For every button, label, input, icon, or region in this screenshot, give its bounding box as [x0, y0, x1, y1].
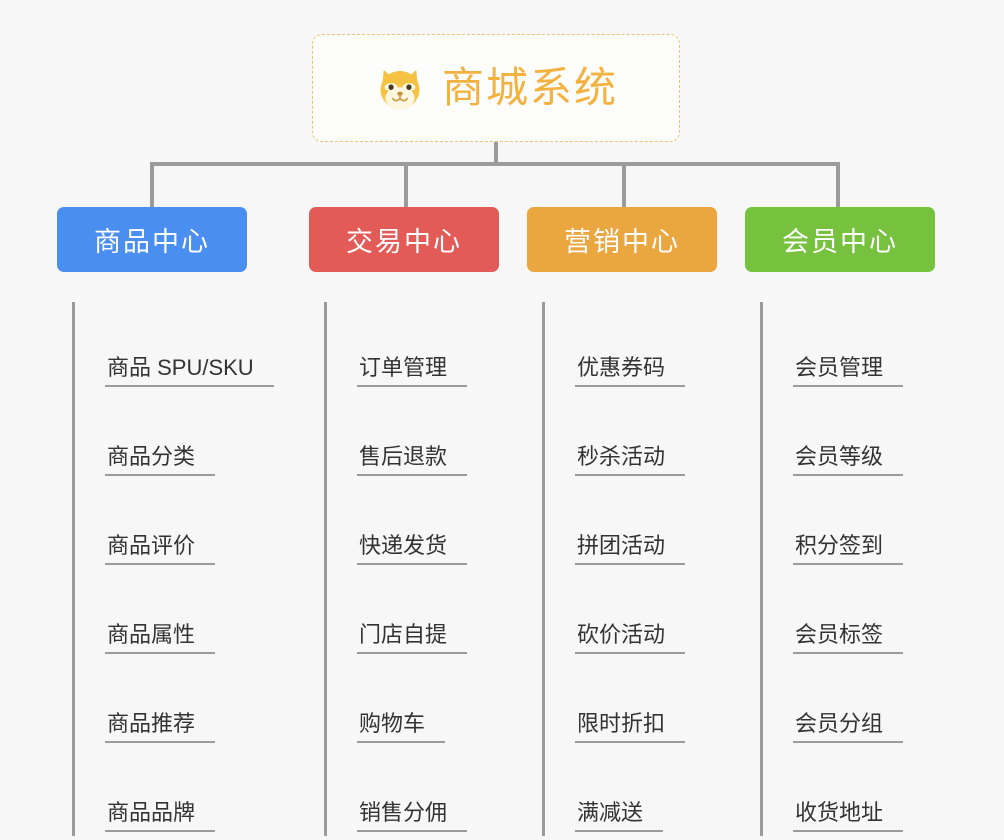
list-item[interactable]: 优惠券码	[575, 302, 717, 391]
connector-drop-4	[836, 162, 840, 208]
list-item[interactable]: 拼团活动	[575, 480, 717, 569]
list-item[interactable]: 收货地址	[793, 747, 935, 836]
list-item[interactable]: 门店自提	[357, 569, 499, 658]
category-header-product-center[interactable]: 商品中心	[57, 207, 247, 272]
list-item[interactable]: 订单管理	[357, 302, 499, 391]
root-node-mall-system[interactable]: 商城系统	[312, 34, 680, 142]
category-title: 会员中心	[782, 227, 898, 257]
connector-drop-2	[404, 162, 408, 208]
leaf-label: 订单管理	[357, 355, 468, 387]
category-header-marketing-center[interactable]: 营销中心	[527, 207, 717, 272]
leaf-label: 限时折扣	[575, 711, 686, 743]
leaf-label: 砍价活动	[575, 622, 686, 654]
root-title: 商城系统	[441, 64, 618, 111]
leaf-list-product-center: 商品 SPU/SKU 商品分类 商品评价 商品属性 商品推荐 商品品牌	[72, 302, 274, 836]
leaf-label: 快递发货	[357, 533, 468, 565]
list-item[interactable]: 商品分类	[105, 391, 247, 480]
leaf-list-trade-center: 订单管理 售后退款 快递发货 门店自提 购物车 销售分佣	[324, 302, 499, 836]
list-item[interactable]: 限时折扣	[575, 658, 717, 747]
leaf-label: 优惠券码	[575, 355, 686, 387]
list-item[interactable]: 售后退款	[357, 391, 499, 480]
column-marketing-center: 营销中心 优惠券码 秒杀活动 拼团活动 砍价活动 限时折扣 满减送	[527, 207, 717, 836]
leaf-label: 商品推荐	[105, 711, 216, 743]
list-item[interactable]: 商品属性	[105, 569, 247, 658]
leaf-label: 商品 SPU/SKU	[105, 355, 274, 387]
leaf-label: 会员标签	[793, 622, 904, 654]
column-product-center: 商品中心 商品 SPU/SKU 商品分类 商品评价 商品属性 商品推荐 商品品牌	[57, 207, 274, 836]
leaf-label: 会员分组	[793, 711, 904, 743]
leaf-label: 积分签到	[793, 533, 904, 565]
connector-drop-3	[622, 162, 626, 208]
leaf-label: 会员管理	[793, 355, 904, 387]
leaf-label: 商品属性	[105, 622, 216, 654]
leaf-list-member-center: 会员管理 会员等级 积分签到 会员标签 会员分组 收货地址	[760, 302, 935, 836]
list-item[interactable]: 砍价活动	[575, 569, 717, 658]
shiba-dog-face-icon	[374, 62, 426, 114]
leaf-label: 销售分佣	[357, 800, 468, 832]
leaf-label: 购物车	[357, 711, 446, 743]
leaf-label: 拼团活动	[575, 533, 686, 565]
list-item[interactable]: 商品评价	[105, 480, 247, 569]
leaf-label: 满减送	[575, 800, 664, 832]
leaf-label: 商品品牌	[105, 800, 216, 832]
list-item[interactable]: 商品推荐	[105, 658, 247, 747]
list-item[interactable]: 秒杀活动	[575, 391, 717, 480]
column-trade-center: 交易中心 订单管理 售后退款 快递发货 门店自提 购物车 销售分佣	[309, 207, 499, 836]
list-item[interactable]: 会员管理	[793, 302, 935, 391]
category-title: 营销中心	[564, 227, 680, 257]
list-item[interactable]: 购物车	[357, 658, 499, 747]
list-item[interactable]: 会员分组	[793, 658, 935, 747]
category-title: 交易中心	[346, 227, 462, 257]
leaf-list-marketing-center: 优惠券码 秒杀活动 拼团活动 砍价活动 限时折扣 满减送	[542, 302, 717, 836]
list-item[interactable]: 商品品牌	[105, 747, 247, 836]
connector-drop-1	[150, 162, 154, 208]
list-item[interactable]: 商品 SPU/SKU	[105, 302, 274, 391]
leaf-label: 商品评价	[105, 533, 216, 565]
leaf-label: 门店自提	[357, 622, 468, 654]
list-item[interactable]: 销售分佣	[357, 747, 499, 836]
category-header-trade-center[interactable]: 交易中心	[309, 207, 499, 272]
list-item[interactable]: 满减送	[575, 747, 717, 836]
list-item[interactable]: 积分签到	[793, 480, 935, 569]
leaf-label: 秒杀活动	[575, 444, 686, 476]
connector-horizontal-bar	[150, 162, 840, 166]
list-item[interactable]: 快递发货	[357, 480, 499, 569]
connector-root-stem	[494, 142, 498, 164]
list-item[interactable]: 会员标签	[793, 569, 935, 658]
leaf-label: 商品分类	[105, 444, 216, 476]
category-header-member-center[interactable]: 会员中心	[745, 207, 935, 272]
list-item[interactable]: 会员等级	[793, 391, 935, 480]
column-member-center: 会员中心 会员管理 会员等级 积分签到 会员标签 会员分组 收货地址	[745, 207, 935, 836]
leaf-label: 会员等级	[793, 444, 904, 476]
leaf-label: 收货地址	[793, 800, 904, 832]
leaf-label: 售后退款	[357, 444, 468, 476]
category-title: 商品中心	[94, 227, 210, 257]
